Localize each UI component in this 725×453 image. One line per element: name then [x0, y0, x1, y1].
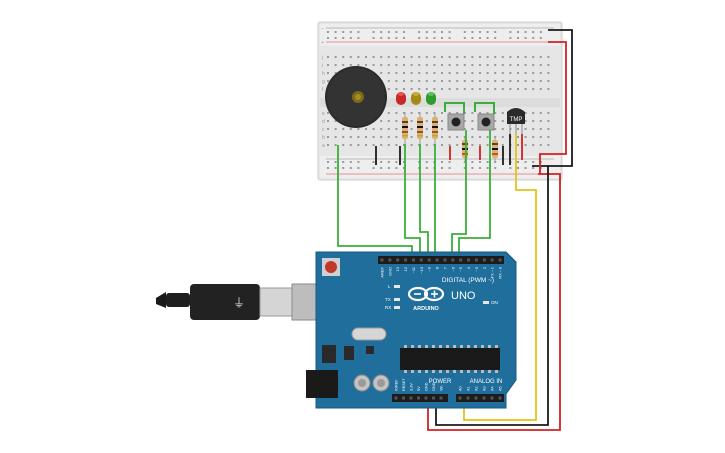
- led-yellow-body: [411, 92, 421, 105]
- piezo-buzzer: [325, 66, 387, 128]
- digital-pin-label: AREF: [379, 266, 384, 277]
- rx-label: RX: [385, 305, 391, 310]
- model-label: UNO: [451, 290, 476, 302]
- digital-pin-label: ~3: [474, 266, 479, 271]
- resistor-3: [432, 112, 438, 144]
- led-red: [396, 92, 406, 105]
- power-pin-label: GND: [425, 382, 429, 391]
- breadboard-jumpers: [375, 102, 523, 165]
- digital-pin-label: 4: [466, 266, 471, 269]
- wire-led-yellow: [419, 144, 429, 256]
- digital-header-pins: [380, 258, 502, 262]
- l-label: L: [388, 284, 391, 289]
- wire-sensor-analog: [463, 134, 537, 421]
- power-label: POWER: [429, 379, 452, 385]
- power-pin-label: GND: [432, 382, 436, 391]
- power-pin-label: 3.3V: [410, 383, 414, 391]
- row-letter: g: [322, 79, 325, 85]
- digital-pin-label: TX→1: [490, 266, 495, 278]
- digital-pin-label: ~11: [411, 266, 416, 273]
- wire-rail-5v: [539, 41, 567, 174]
- led-resistors: [402, 112, 438, 144]
- row-letter: a: [322, 143, 325, 149]
- row-letter: b: [322, 135, 325, 141]
- row-letter: i: [322, 63, 323, 69]
- wire-gnd: [435, 165, 549, 426]
- analog-pin-label: A1: [467, 386, 471, 391]
- digital-label: DIGITAL (PWM ~): [442, 277, 494, 284]
- analog-label: ANALOG IN: [470, 379, 503, 385]
- led-yellow: [411, 92, 421, 105]
- analog-pin-labels: A0 A1 A2 A3 A4 A5: [459, 386, 503, 391]
- led-red-body: [396, 92, 406, 105]
- analog-pin-label: A4: [491, 386, 495, 391]
- push-button-2: [477, 113, 495, 131]
- digital-pin-label: ~6: [450, 266, 455, 271]
- digital-header: [378, 256, 504, 264]
- wire-rail-gnd: [548, 29, 573, 167]
- digital-pin-label: ~10: [419, 266, 424, 274]
- wire-buzzer: [337, 145, 413, 256]
- usb-cable: ⏚: [156, 283, 339, 321]
- analog-pin-label: A5: [499, 386, 503, 391]
- center-channel: [320, 98, 560, 107]
- crystal: [351, 327, 387, 341]
- sensor-label: TMP: [510, 117, 523, 123]
- power-jack: [306, 370, 338, 398]
- resistor-1: [402, 112, 408, 144]
- digital-pin-label: 7: [442, 266, 447, 269]
- bottom-power-rail: [320, 156, 560, 178]
- digital-pin-label: 2: [482, 266, 487, 269]
- on-label: ON: [491, 300, 498, 305]
- digital-pin-label: 8: [435, 266, 440, 269]
- rail-plus-label: +: [321, 40, 324, 46]
- row-letter: f: [322, 87, 324, 93]
- resistor-2: [417, 112, 423, 144]
- digital-pin-label: 12: [403, 266, 408, 271]
- power-pin-label: Vin: [440, 386, 444, 391]
- analog-pin-label: A3: [483, 386, 487, 391]
- digital-pin-label: GND: [387, 267, 392, 276]
- analog-header: [456, 394, 504, 402]
- usb-icon: ⏚: [233, 296, 245, 310]
- wires: [337, 29, 573, 431]
- power-pin-label: RESET: [402, 378, 406, 391]
- top-power-rail: [320, 24, 560, 46]
- microcontroller-chip: [400, 348, 500, 370]
- brand-label: ARDUINO: [413, 306, 439, 312]
- led-green: [426, 92, 436, 105]
- temperature-sensor: TMP: [507, 108, 525, 134]
- row-letter: h: [322, 71, 325, 77]
- arduino-logo-icon: [407, 286, 445, 302]
- row-letter: d: [322, 119, 325, 125]
- rail-minus-label: −: [321, 26, 324, 32]
- push-button-1: [447, 113, 465, 131]
- button-resistor-2: [492, 136, 498, 162]
- power-pin-label: IOREF: [395, 379, 399, 391]
- analog-pin-label: A0: [459, 386, 463, 391]
- row-letter: j: [321, 55, 323, 61]
- digital-pin-label: RX←0: [498, 266, 503, 279]
- power-pin-label: 5V: [417, 386, 421, 391]
- digital-pin-label: ~5: [458, 266, 463, 271]
- row-letter: c: [322, 127, 325, 133]
- analog-pin-label: A2: [475, 386, 479, 391]
- digital-pin-label: ~9: [427, 266, 432, 271]
- digital-pin-label: 13: [395, 266, 400, 271]
- led-green-body: [426, 92, 436, 105]
- row-letter: e: [322, 111, 325, 117]
- wire-5v: [427, 173, 561, 431]
- wire-button-2: [458, 130, 491, 256]
- tx-label: TX: [385, 297, 391, 302]
- wire-button-1: [451, 130, 467, 256]
- wire-led-red: [404, 144, 421, 256]
